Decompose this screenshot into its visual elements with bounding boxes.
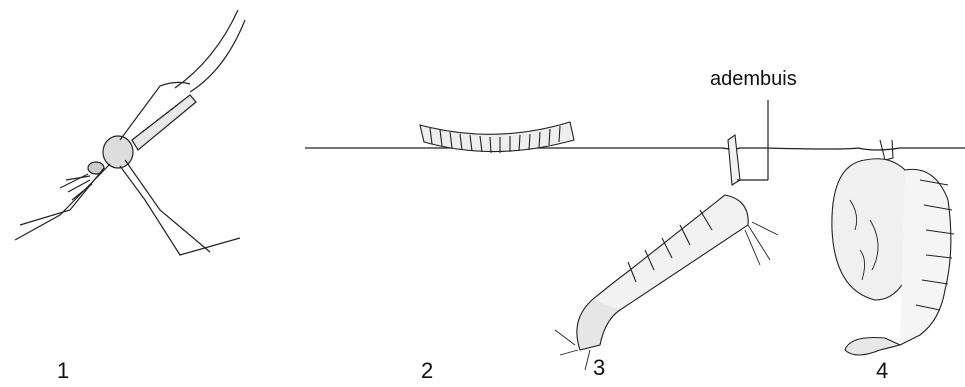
pupa	[832, 140, 954, 355]
stage-4-label: 4	[876, 360, 888, 382]
stage-3-label: 3	[593, 357, 605, 379]
larva	[555, 135, 778, 370]
adult-mosquito	[15, 10, 245, 255]
stage-1-label: 1	[57, 360, 69, 382]
stage-2-label: 2	[421, 360, 433, 382]
water-surface-line	[305, 148, 965, 150]
callout-leader	[737, 100, 768, 180]
adembuis-label: adembuis	[710, 69, 797, 89]
